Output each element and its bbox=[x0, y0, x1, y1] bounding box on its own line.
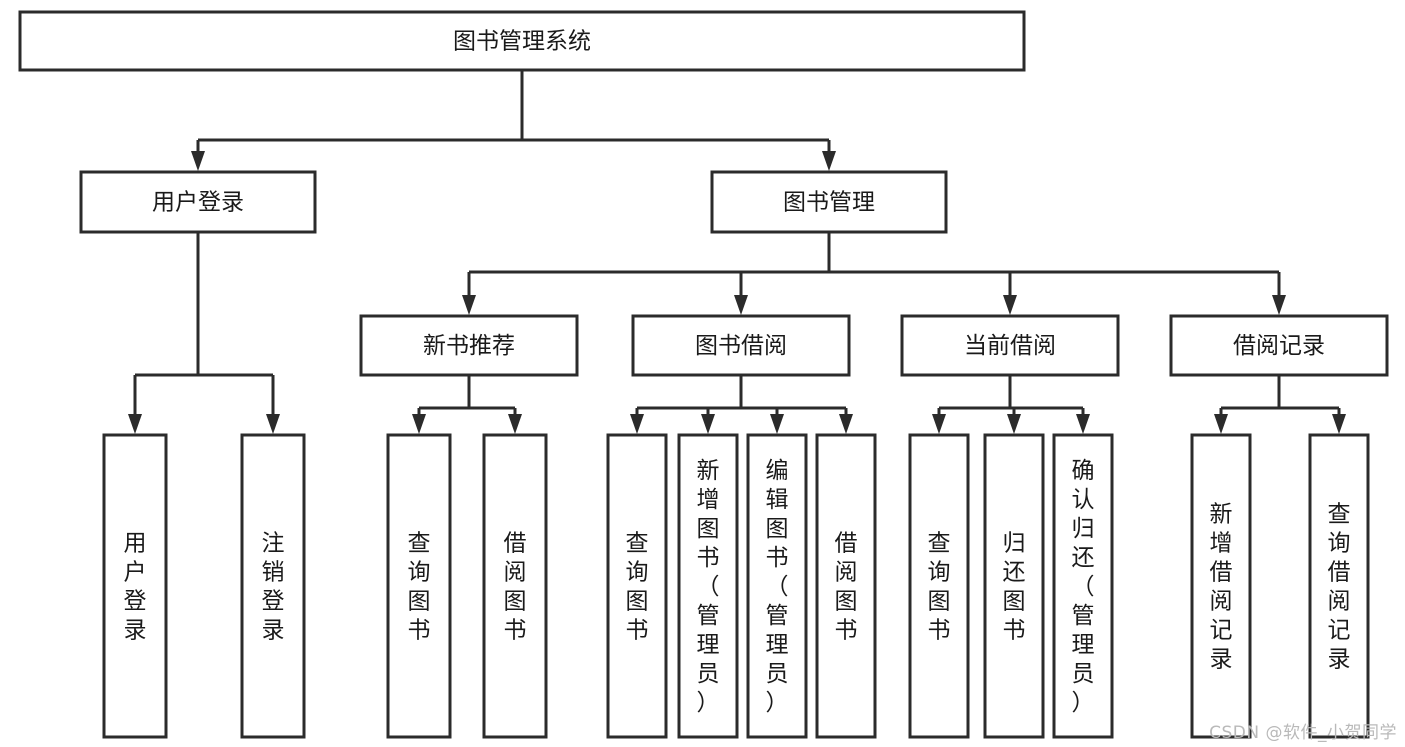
node-box-book-management[interactable] bbox=[710, 170, 948, 234]
node-label-leaf-query-book-1: 查询图书 bbox=[408, 530, 431, 643]
node-box-book-borrow[interactable] bbox=[631, 314, 851, 377]
node-leaf-user-logout[interactable]: 注销登录 bbox=[240, 433, 306, 739]
connector-currentborrow-to-leaves bbox=[932, 375, 1090, 434]
node-label-leaf-borrow-book-1: 借阅图书 bbox=[504, 530, 527, 643]
node-leaf-borrow-book-1[interactable]: 借阅图书 bbox=[482, 433, 548, 739]
node-box-leaf-confirm-return[interactable] bbox=[1052, 433, 1114, 739]
node-user-login[interactable]: 用户登录 bbox=[79, 170, 317, 234]
connector-arrow-icon bbox=[1332, 414, 1346, 434]
connector-arrow-icon bbox=[701, 414, 715, 434]
node-box-current-borrow[interactable] bbox=[900, 314, 1120, 377]
node-label-book-management: 图书管理 bbox=[783, 190, 875, 216]
connector-arrow-icon bbox=[508, 414, 522, 434]
connector-arrow-icon bbox=[630, 414, 644, 434]
connector-arrow-icon bbox=[734, 295, 748, 315]
connector-arrow-icon bbox=[932, 414, 946, 434]
node-box-leaf-user-login[interactable] bbox=[102, 433, 168, 739]
node-box-leaf-query-book-2[interactable] bbox=[606, 433, 668, 739]
connector-arrow-icon bbox=[822, 151, 836, 171]
node-box-root[interactable] bbox=[18, 10, 1026, 72]
node-leaf-return-book[interactable]: 归还图书 bbox=[983, 433, 1045, 739]
connector-arrow-icon bbox=[1214, 414, 1228, 434]
node-leaf-add-book[interactable]: 新增图书（管理员） bbox=[677, 433, 739, 739]
node-label-leaf-add-borrow-record: 新增借阅记录 bbox=[1210, 501, 1233, 672]
node-leaf-query-book-1[interactable]: 查询图书 bbox=[386, 433, 452, 739]
node-box-leaf-borrow-book-1[interactable] bbox=[482, 433, 548, 739]
connector-arrow-icon bbox=[1007, 414, 1021, 434]
node-box-borrow-record[interactable] bbox=[1169, 314, 1389, 377]
node-borrow-record[interactable]: 借阅记录 bbox=[1169, 314, 1389, 377]
connector-arrow-icon bbox=[412, 414, 426, 434]
node-label-current-borrow: 当前借阅 bbox=[964, 333, 1056, 359]
connector-root-to-level2 bbox=[191, 70, 836, 171]
node-box-leaf-query-borrow-record[interactable] bbox=[1308, 433, 1370, 739]
node-box-new-book-recommend[interactable] bbox=[359, 314, 579, 377]
node-label-leaf-add-book: 新增图书（管理员） bbox=[697, 458, 720, 716]
node-box-leaf-add-borrow-record[interactable] bbox=[1190, 433, 1252, 739]
connector-arrow-icon bbox=[770, 414, 784, 434]
node-label-leaf-edit-book: 编辑图书（管理员） bbox=[766, 458, 789, 716]
node-leaf-user-login[interactable]: 用户登录 bbox=[102, 433, 168, 739]
node-box-leaf-edit-book[interactable] bbox=[746, 433, 808, 739]
connector-bookborrow-to-leaves bbox=[630, 375, 853, 434]
connector-layer bbox=[128, 70, 1346, 434]
node-label-leaf-query-borrow-record: 查询借阅记录 bbox=[1328, 501, 1351, 672]
connector-arrow-icon bbox=[462, 295, 476, 315]
node-book-borrow[interactable]: 图书借阅 bbox=[631, 314, 851, 377]
node-label-borrow-record: 借阅记录 bbox=[1233, 333, 1325, 359]
node-label-new-book-recommend: 新书推荐 bbox=[423, 333, 515, 359]
node-leaf-query-book-2[interactable]: 查询图书 bbox=[606, 433, 668, 739]
connector-newbook-to-leaves bbox=[412, 375, 522, 434]
connector-arrow-icon bbox=[266, 414, 280, 434]
connector-borrowrecord-to-leaves bbox=[1214, 375, 1346, 434]
node-box-leaf-borrow-book-2[interactable] bbox=[815, 433, 877, 739]
connector-arrow-icon bbox=[191, 151, 205, 171]
node-label-leaf-query-book-3: 查询图书 bbox=[928, 530, 951, 643]
node-box-user-login[interactable] bbox=[79, 170, 317, 234]
connector-arrow-icon bbox=[1272, 295, 1286, 315]
node-label-leaf-borrow-book-2: 借阅图书 bbox=[835, 530, 858, 643]
node-leaf-add-borrow-record[interactable]: 新增借阅记录 bbox=[1190, 433, 1252, 739]
node-label-leaf-query-book-2: 查询图书 bbox=[626, 530, 649, 643]
node-root[interactable]: 图书管理系统 bbox=[18, 10, 1026, 72]
node-label-leaf-user-logout: 注销登录 bbox=[262, 530, 285, 643]
node-current-borrow[interactable]: 当前借阅 bbox=[900, 314, 1120, 377]
node-new-book-recommend[interactable]: 新书推荐 bbox=[359, 314, 579, 377]
node-label-leaf-user-login: 用户登录 bbox=[124, 530, 147, 643]
node-leaf-edit-book[interactable]: 编辑图书（管理员） bbox=[746, 433, 808, 739]
node-leaf-query-borrow-record[interactable]: 查询借阅记录 bbox=[1308, 433, 1370, 739]
connector-arrow-icon bbox=[128, 414, 142, 434]
node-leaf-confirm-return[interactable]: 确认归还（管理员） bbox=[1052, 433, 1114, 739]
connector-arrow-icon bbox=[1003, 295, 1017, 315]
connector-arrow-icon bbox=[839, 414, 853, 434]
node-label-leaf-confirm-return: 确认归还（管理员） bbox=[1072, 458, 1095, 716]
node-book-management[interactable]: 图书管理 bbox=[710, 170, 948, 234]
node-label-book-borrow: 图书借阅 bbox=[695, 333, 787, 359]
node-label-root: 图书管理系统 bbox=[453, 29, 591, 55]
node-box-leaf-user-logout[interactable] bbox=[240, 433, 306, 739]
node-label-user-login: 用户登录 bbox=[152, 190, 244, 216]
node-box-leaf-add-book[interactable] bbox=[677, 433, 739, 739]
node-leaf-borrow-book-2[interactable]: 借阅图书 bbox=[815, 433, 877, 739]
node-layer: 图书管理系统用户登录图书管理新书推荐图书借阅当前借阅借阅记录用户登录注销登录查询… bbox=[18, 10, 1389, 739]
node-label-leaf-return-book: 归还图书 bbox=[1003, 530, 1026, 643]
connector-arrow-icon bbox=[1076, 414, 1090, 434]
node-box-leaf-return-book[interactable] bbox=[983, 433, 1045, 739]
connector-userlogin-to-leaves bbox=[128, 232, 280, 434]
node-box-leaf-query-book-3[interactable] bbox=[908, 433, 970, 739]
node-box-leaf-query-book-1[interactable] bbox=[386, 433, 452, 739]
node-leaf-query-book-3[interactable]: 查询图书 bbox=[908, 433, 970, 739]
connector-bookmgmt-to-level3 bbox=[462, 232, 1286, 315]
